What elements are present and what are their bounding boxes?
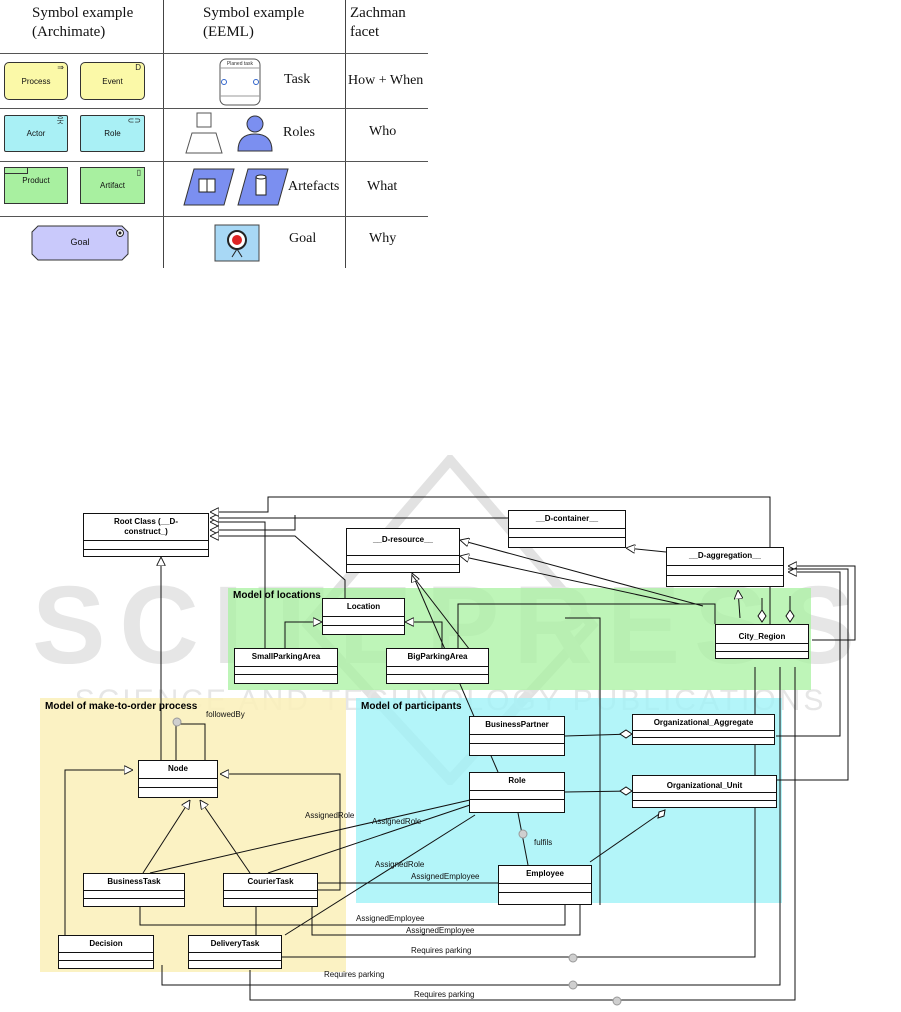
class-city-region[interactable]: City_Region — [715, 624, 809, 659]
edge-label-fulfils: fulfils — [534, 838, 553, 847]
class-name: DeliveryTask — [210, 939, 260, 948]
class-name: Location — [346, 602, 381, 611]
edge-label-assigned-employee: AssignedEmployee — [406, 926, 475, 935]
class-decision[interactable]: Decision — [58, 935, 154, 969]
header-zachman: Zachman facet — [350, 5, 406, 40]
eeml-cylinder-icon — [236, 167, 290, 207]
table-divider — [163, 0, 164, 268]
class-root[interactable]: Root Class (__D- construct_) — [83, 513, 209, 557]
class-name: BusinessTask — [107, 877, 161, 886]
class-name: Role — [508, 776, 526, 785]
edge-label-followed-by: followedBy — [206, 710, 245, 719]
eeml-book-icon — [182, 167, 236, 207]
region-label-process: Model of make-to-order process — [45, 701, 198, 712]
arrow-icon: ⇒ — [57, 63, 64, 72]
facet-what: What — [367, 179, 398, 194]
archimate-artifact-symbol: Artifact ▯ — [80, 167, 145, 204]
class-organizational-aggregate[interactable]: Organizational_Aggregate — [632, 714, 775, 745]
eeml-goal-icon — [214, 224, 260, 262]
class-d-container[interactable]: __D-container__ — [508, 510, 626, 548]
edge-label-assigned-employee: AssignedEmployee — [411, 872, 480, 881]
edge-label-assigned-employee: AssignedEmployee — [356, 914, 425, 923]
eeml-role-icon — [184, 111, 224, 155]
class-location[interactable]: Location — [322, 598, 405, 635]
region-label-locations: Model of locations — [233, 590, 321, 601]
eeml-person-icon — [235, 113, 275, 153]
header-eeml: Symbol example (EEML) — [203, 5, 305, 40]
table-divider — [0, 216, 428, 217]
class-name: __D-container__ — [535, 514, 599, 523]
table-divider — [345, 0, 346, 268]
class-name: BigParkingArea — [407, 652, 468, 661]
eeml-task-icon: Planed task — [219, 58, 261, 106]
edge-label-assigned-role: AssignedRole — [305, 811, 355, 820]
document-icon: ▯ — [136, 168, 141, 177]
archimate-actor-symbol: Actor 웃 — [4, 115, 68, 152]
facet-how-when: How + When — [348, 73, 424, 88]
edge-label-assigned-role: AssignedRole — [372, 817, 422, 826]
class-delivery-task[interactable]: DeliveryTask — [188, 935, 282, 969]
region-process — [40, 698, 346, 972]
table-divider — [0, 108, 428, 109]
class-node[interactable]: Node — [138, 760, 218, 798]
header-archimate: Symbol example (Archimate) — [32, 5, 134, 40]
class-name: Employee — [526, 869, 564, 878]
archimate-product-symbol: Product — [4, 167, 68, 204]
region-label-participants: Model of participants — [361, 701, 462, 712]
edge-label-requires-parking: Requires parking — [414, 990, 475, 999]
symbol-label: Role — [104, 129, 121, 138]
symbol-label: Artifact — [100, 181, 125, 190]
class-name: Organizational_Unit — [666, 781, 743, 790]
eeml-label-task: Task — [284, 72, 311, 87]
class-name: Root Class (__D- construct_) — [113, 517, 178, 536]
facet-why: Why — [369, 231, 397, 246]
class-d-aggregation[interactable]: __D-aggregation__ — [666, 547, 784, 587]
class-name: SmallParkingArea — [251, 652, 321, 661]
class-name: __D-resource__ — [372, 535, 434, 544]
role-icon: ⊂⊃ — [127, 116, 141, 125]
class-name: BusinessPartner — [485, 720, 549, 729]
class-name: __D-aggregation__ — [688, 551, 762, 560]
class-name: City_Region — [738, 632, 786, 641]
eeml-task-icon-text: Planed task — [226, 61, 254, 67]
archimate-event-symbol: Event D — [80, 62, 145, 100]
eeml-label-artefacts: Artefacts — [288, 179, 340, 194]
edge-label-assigned-role: AssignedRole — [375, 860, 425, 869]
table-divider — [0, 53, 428, 54]
class-courier-task[interactable]: CourierTask — [223, 873, 318, 907]
archimate-role-symbol: Role ⊂⊃ — [80, 115, 145, 152]
class-small-parking-area[interactable]: SmallParkingArea — [234, 648, 338, 684]
edge-label-requires-parking: Requires parking — [411, 946, 472, 955]
class-name: Node — [168, 764, 188, 773]
edge-label-requires-parking: Requires parking — [324, 970, 385, 979]
archimate-process-symbol: Process ⇒ — [4, 62, 68, 100]
symbol-label: Product — [22, 176, 50, 185]
class-role[interactable]: Role — [469, 772, 565, 813]
class-name: CourierTask — [247, 877, 294, 886]
class-name: Organizational_Aggregate — [653, 718, 754, 727]
class-business-partner[interactable]: BusinessPartner — [469, 716, 565, 756]
actor-icon: 웃 — [56, 116, 64, 125]
class-d-resource[interactable]: __D-resource__ — [346, 528, 460, 573]
symbol-table: Symbol example (Archimate) Symbol exampl… — [0, 0, 430, 270]
class-name: Decision — [89, 939, 123, 948]
eeml-label-goal: Goal — [289, 231, 317, 246]
class-employee[interactable]: Employee — [498, 865, 592, 905]
eeml-label-roles: Roles — [283, 125, 315, 140]
event-icon: D — [135, 63, 141, 72]
class-big-parking-area[interactable]: BigParkingArea — [386, 648, 489, 684]
table-divider — [0, 161, 428, 162]
symbol-label: Process — [21, 76, 51, 86]
archimate-goal-symbol: Goal — [31, 225, 129, 261]
symbol-label: Event — [102, 76, 123, 86]
class-organizational-unit[interactable]: Organizational_Unit — [632, 775, 777, 808]
facet-who: Who — [369, 124, 397, 139]
class-business-task[interactable]: BusinessTask — [83, 873, 185, 907]
symbol-label: Goal — [70, 237, 90, 247]
symbol-label: Actor — [26, 129, 46, 138]
